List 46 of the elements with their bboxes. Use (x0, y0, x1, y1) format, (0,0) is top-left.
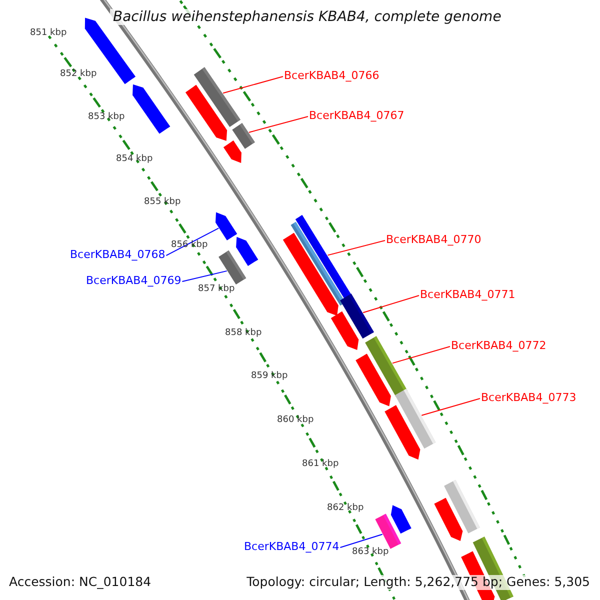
gene-feature (218, 250, 246, 284)
gene-feature (236, 236, 258, 266)
scale-label: 857 kbp (198, 285, 235, 294)
scale-label: 856 kbp (171, 241, 208, 250)
gene-label: BcerKBAB4_0772 (451, 340, 546, 351)
gene-label: BcerKBAB4_0771 (420, 289, 516, 300)
scale-label: 859 kbp (251, 372, 288, 381)
leader-line (421, 398, 480, 416)
gene-feature (232, 123, 255, 149)
leader-line (222, 76, 284, 94)
gene-feature (365, 336, 408, 398)
info-text: Topology: circular; Length: 5,262,775 bp; Genes: 5,305 (244, 575, 592, 590)
gene-feature (395, 388, 436, 449)
gene-label: BcerKBAB4_0766 (284, 70, 380, 81)
leader-line (340, 534, 383, 548)
gene-label: BcerKBAB4_0773 (481, 392, 576, 403)
gene-label: BcerKBAB4_0774 (244, 541, 340, 552)
scale-label: 861 kbp (302, 460, 339, 469)
gene-feature (132, 84, 170, 134)
scale-label: 862 kbp (327, 504, 364, 513)
info-text: Accession: NC_010184 (7, 575, 154, 590)
leader-line (327, 240, 386, 256)
gene-feature (223, 140, 242, 163)
gene-label: BcerKBAB4_0770 (386, 234, 482, 245)
gene-label: BcerKBAB4_0767 (309, 110, 404, 121)
scale-label: 855 kbp (144, 198, 181, 207)
scale-label: 863 kbp (352, 548, 389, 557)
gene-feature (444, 480, 480, 534)
scale-label: 852 kbp (60, 70, 97, 79)
gene-label: BcerKBAB4_0768 (70, 249, 166, 260)
gene-label: BcerKBAB4_0769 (86, 275, 182, 286)
leader-line (166, 228, 220, 256)
gene-feature (295, 215, 352, 300)
leader-line (392, 346, 450, 364)
scale-label: 858 kbp (225, 329, 262, 338)
scale-label: 854 kbp (116, 155, 153, 164)
scale-label: 851 kbp (30, 29, 67, 38)
gene-feature (340, 294, 374, 339)
leader-line (362, 295, 420, 314)
leader-line (248, 116, 308, 133)
leader-line (182, 270, 228, 282)
gene-feature (390, 505, 412, 534)
gene-feature (194, 67, 240, 127)
gene-feature (375, 514, 402, 549)
gene-feature (216, 212, 238, 240)
scale-label: 860 kbp (277, 416, 314, 425)
